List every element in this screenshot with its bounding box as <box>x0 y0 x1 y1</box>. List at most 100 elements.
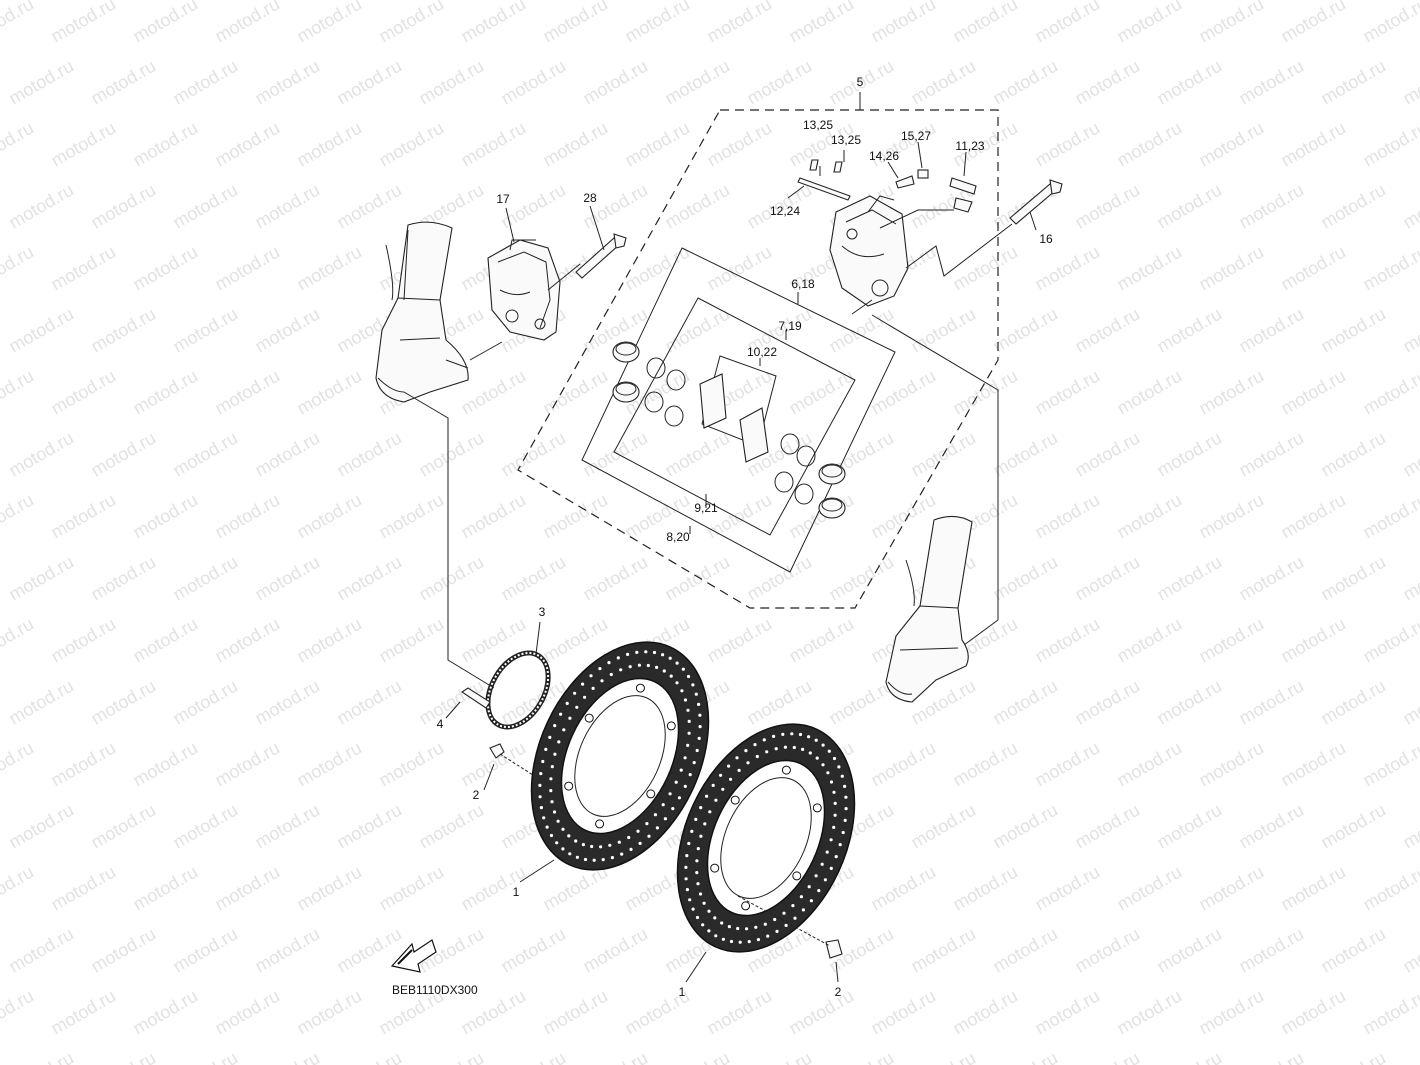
disc-perforation <box>782 911 786 915</box>
disc-perforation <box>775 929 779 934</box>
brake-pads <box>699 373 769 463</box>
disc-perforation <box>675 681 679 685</box>
caliper-bolt-16 <box>1009 179 1063 225</box>
disc-perforation <box>694 692 698 696</box>
disc-perforation <box>834 855 838 859</box>
disc-perforation <box>655 665 659 670</box>
disc-perforation <box>686 743 690 748</box>
disc-perforation <box>555 841 559 845</box>
disc-perforation <box>601 858 605 862</box>
disc-perforation <box>549 833 554 838</box>
disc-perforation <box>695 871 699 875</box>
disc-perforation <box>838 843 842 847</box>
disc-perforation <box>841 830 845 835</box>
disc-bolt-hole <box>635 683 645 693</box>
disc-perforation <box>661 803 665 807</box>
disc-perforation <box>808 751 812 755</box>
disc-perforation <box>837 765 841 769</box>
disc-perforation <box>698 892 703 896</box>
disc-perforation <box>801 908 806 912</box>
disc-perforation <box>553 724 557 728</box>
disc-perforation <box>627 835 631 840</box>
callout-12-24: 12,24 <box>770 204 800 218</box>
disc-perforation <box>550 800 554 804</box>
disc-perforation <box>833 801 837 806</box>
disc-perforation <box>592 858 596 862</box>
disc-bolt-hole <box>741 901 751 911</box>
disc-perforation <box>763 922 767 926</box>
front-direction-arrow-icon <box>390 939 437 973</box>
disc-perforation <box>680 689 684 693</box>
disc-perforation <box>705 794 709 798</box>
disc-perforation <box>783 745 788 749</box>
disc-perforation <box>720 921 724 925</box>
disc-perforation <box>539 806 544 810</box>
disc-perforation <box>583 857 588 862</box>
disc-perforation <box>687 719 691 724</box>
disc-perforation <box>790 732 794 736</box>
callout-7-19: 7,19 <box>778 319 802 333</box>
disc-perforation <box>669 674 673 678</box>
callout-15-27: 15,27 <box>901 129 931 143</box>
disc-perforation <box>774 747 778 751</box>
right-brake-caliper <box>829 195 909 307</box>
disc-perforation <box>575 705 579 709</box>
disc-perforation <box>719 773 723 777</box>
disc-perforation <box>756 938 761 942</box>
disc-perforation <box>829 838 833 842</box>
disc-perforation <box>807 735 811 739</box>
callout-3: 3 <box>539 605 546 619</box>
disc-perforation <box>647 834 651 838</box>
disc-perforation <box>688 773 692 777</box>
disc-perforation <box>727 764 731 768</box>
disc-perforation <box>832 825 836 830</box>
disc-perforation <box>714 798 718 802</box>
disc-perforation <box>843 784 847 789</box>
disc-perforation <box>599 845 603 849</box>
disc-bolt-hole <box>646 789 656 799</box>
disc-perforation <box>746 761 750 765</box>
disc-perforation <box>557 740 561 744</box>
disc-perforation <box>844 795 848 799</box>
disc-perforation <box>683 784 687 789</box>
callout-9-21: 9,21 <box>694 501 718 515</box>
disc-bolt-hole <box>595 819 605 829</box>
disc-perforation <box>821 763 825 767</box>
disc-perforation <box>628 665 632 669</box>
disc-perforation <box>545 825 549 829</box>
disc-perforation <box>590 844 594 849</box>
callout-10-22: 10,22 <box>747 345 777 359</box>
disc-perforation <box>829 780 834 784</box>
disc-perforation <box>737 768 741 773</box>
disc-perforation <box>698 713 702 717</box>
disc-perforation <box>683 698 688 702</box>
leader-lines <box>469 92 1037 534</box>
disc-perforation <box>792 745 796 750</box>
disc-perforation <box>784 923 788 928</box>
disc-perforation <box>668 656 672 660</box>
callout-1-right: 1 <box>679 985 686 999</box>
disc-perforation <box>675 661 679 665</box>
disc-perforation <box>652 650 657 655</box>
callout-2-right: 2 <box>835 985 842 999</box>
disc-perforation <box>617 840 621 844</box>
disc-perforation <box>814 874 818 878</box>
disc-perforation <box>753 743 757 747</box>
disc-perforation <box>549 777 553 781</box>
disc-perforation <box>568 716 572 720</box>
disc-bolt-hole <box>812 803 822 813</box>
disc-perforation <box>581 843 586 847</box>
abs-sensor-ring <box>485 650 551 730</box>
connection-lines <box>403 223 1013 689</box>
disc-perforation <box>674 780 678 784</box>
disc-perforation <box>721 787 725 791</box>
disc-perforation <box>668 792 672 796</box>
disc-perforation <box>711 783 715 788</box>
callout-11-23: 11,23 <box>955 139 984 153</box>
disc-perforation <box>695 859 699 863</box>
disc-perforation <box>561 847 565 851</box>
disc-perforation <box>695 748 699 753</box>
disc-perforation <box>815 756 819 760</box>
disc-perforation <box>542 816 546 820</box>
disc-perforation <box>745 927 749 931</box>
